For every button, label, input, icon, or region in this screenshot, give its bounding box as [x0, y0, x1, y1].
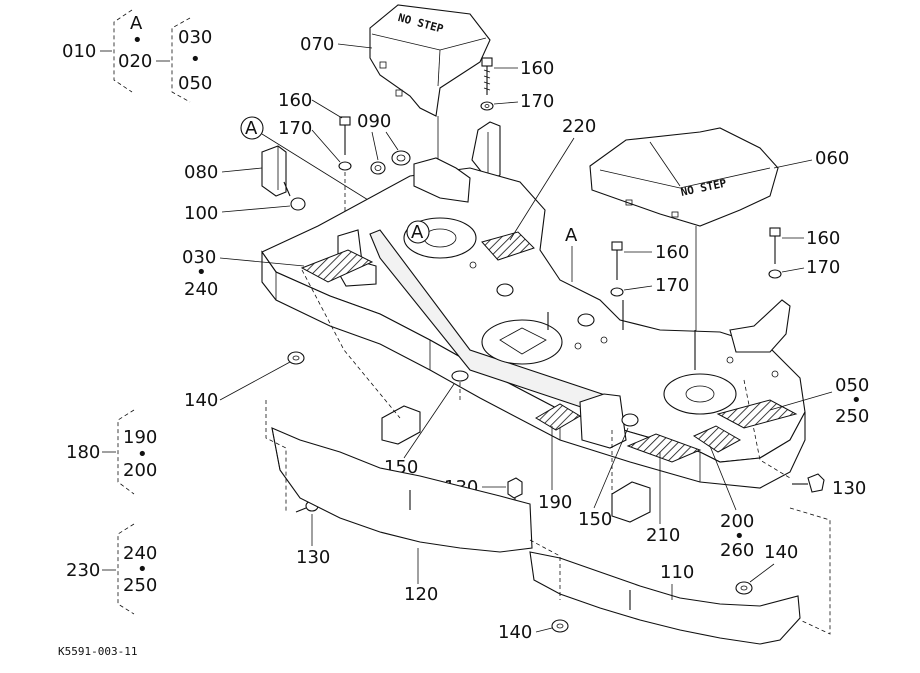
drawing-reference-code: K5591-003-11 [58, 645, 137, 658]
part-label-170-c: 170 [655, 275, 689, 296]
part-label-250: 250 [835, 406, 869, 427]
part-label-240-group: 240 [123, 543, 157, 564]
part-label-250-group: 250 [123, 575, 157, 596]
part-label-190-group: 190 [123, 427, 157, 448]
dot-separator: • [190, 49, 201, 70]
part-label-110: 110 [660, 562, 694, 583]
cover-070: NO STEP [369, 4, 491, 240]
part-label-140-b: 140 [764, 542, 798, 563]
part-label-170-a: 170 [520, 91, 554, 112]
reference-label-A-deck: A [565, 225, 578, 246]
bolt-160-top [480, 57, 494, 111]
dot-separator: • [137, 559, 148, 580]
part-label-160-d: 160 [806, 228, 840, 249]
dot-separator: • [132, 30, 143, 51]
part-label-190: 190 [538, 492, 572, 513]
part-label-070: 070 [300, 34, 334, 55]
reference-circle-A [240, 116, 264, 140]
reference-label-A-circle: A [411, 222, 424, 243]
part-label-260: 260 [720, 540, 754, 561]
part-label-150-b: 150 [578, 509, 612, 530]
dot-separator: • [851, 390, 862, 411]
decal-030 [300, 249, 374, 283]
part-label-160-c: 160 [655, 242, 689, 263]
dot-separator: • [137, 444, 148, 465]
part-label-030: 030 [182, 247, 216, 268]
part-label-050-group: 050 [178, 73, 212, 94]
part-label-160-b: 160 [278, 90, 312, 111]
part-label-140-a: 140 [184, 390, 218, 411]
part-label-230: 230 [66, 560, 100, 581]
decal-220 [481, 231, 535, 261]
dot-separator: • [734, 526, 745, 547]
decal-190 [535, 403, 581, 431]
part-label-170-d: 170 [806, 257, 840, 278]
part-label-170-b: 170 [278, 118, 312, 139]
part-label-200-group: 200 [123, 460, 157, 481]
dot-separator: • [196, 262, 207, 283]
part-label-210: 210 [646, 525, 680, 546]
reference-label-A: A [245, 118, 258, 139]
part-label-100: 100 [184, 203, 218, 224]
part-label-220: 220 [562, 116, 596, 137]
part-label-160-a: 160 [520, 58, 554, 79]
marker-A-label: A [130, 13, 143, 34]
part-label-140-c: 140 [498, 622, 532, 643]
decal-050 [716, 399, 798, 429]
reference-circle-A-deck [406, 220, 430, 244]
part-label-060: 060 [815, 148, 849, 169]
part-label-020: 020 [118, 51, 152, 72]
part-label-010: 010 [62, 41, 96, 62]
part-label-030-group: 030 [178, 27, 212, 48]
part-label-240: 240 [184, 279, 218, 300]
baffle-120 [265, 400, 533, 553]
mower-deck [261, 157, 806, 523]
decal-210 [626, 433, 702, 463]
part-label-080: 080 [184, 162, 218, 183]
part-label-200: 200 [720, 511, 754, 532]
part-label-050: 050 [835, 375, 869, 396]
part-label-120: 120 [404, 584, 438, 605]
part-label-090: 090 [357, 111, 391, 132]
part-label-180: 180 [66, 442, 100, 463]
part-label-130-c: 130 [832, 478, 866, 499]
part-label-130-b: 130 [296, 547, 330, 568]
baffle-110 [529, 507, 831, 645]
group-010-bracket: 010 A • 020 030 • 050 [62, 9, 212, 103]
